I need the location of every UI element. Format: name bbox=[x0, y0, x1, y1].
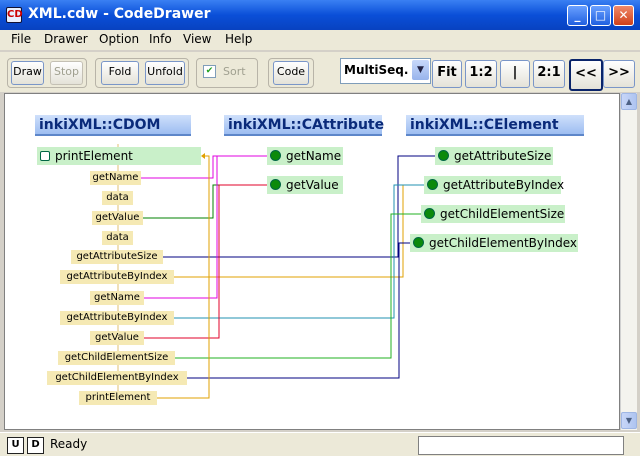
line-getvalue-1 bbox=[143, 184, 267, 219]
menu-option[interactable]: Option bbox=[99, 32, 140, 46]
seq-call-printelement[interactable]: printElement bbox=[79, 391, 157, 405]
line-getchildelementsize bbox=[175, 213, 421, 359]
seq-call-getattributebyindex[interactable]: getAttributeByIndex bbox=[60, 270, 174, 284]
seq-call-getattributesize[interactable]: getAttributeSize bbox=[71, 250, 163, 264]
stop-button[interactable]: Stop bbox=[50, 61, 83, 85]
mode-select-value: MultiSeq. bbox=[344, 63, 409, 77]
close-button[interactable]: ✕ bbox=[613, 5, 634, 26]
prev-button[interactable]: << bbox=[569, 59, 603, 91]
line-printelement bbox=[157, 155, 210, 399]
seq-call-getname[interactable]: getName bbox=[90, 171, 141, 185]
menu-view[interactable]: View bbox=[183, 32, 212, 46]
method-icon bbox=[424, 208, 435, 219]
method-printelement[interactable]: printElement bbox=[37, 147, 201, 165]
zoom-1-2-button[interactable]: 1:2 bbox=[465, 60, 497, 88]
mode-select[interactable]: MultiSeq. ▼ bbox=[340, 58, 431, 84]
menu-bar: File Drawer Option Info View Help bbox=[0, 30, 640, 50]
seq-call-data[interactable]: data bbox=[102, 191, 133, 205]
seq-call-data[interactable]: data bbox=[102, 231, 133, 245]
status-panel bbox=[418, 436, 624, 455]
method-icon bbox=[438, 150, 449, 161]
menu-info[interactable]: Info bbox=[149, 32, 172, 46]
seq-call-getname[interactable]: getName bbox=[90, 291, 144, 305]
class-header-cdom[interactable]: inkiXML::CDOM bbox=[35, 115, 191, 136]
status-bar: U D Ready bbox=[0, 432, 640, 456]
minimize-button[interactable]: _ bbox=[567, 5, 588, 26]
line-getattributebyindex-1 bbox=[174, 184, 424, 278]
next-button[interactable]: >> bbox=[603, 60, 635, 88]
method-getchildelementsize[interactable]: getChildElementSize bbox=[421, 205, 565, 223]
app-icon: CD bbox=[6, 7, 23, 23]
menu-help[interactable]: Help bbox=[225, 32, 253, 46]
zoom-2-1-button[interactable]: 2:1 bbox=[533, 60, 565, 88]
code-button[interactable]: Code bbox=[273, 61, 309, 85]
maximize-button[interactable]: □ bbox=[590, 5, 611, 26]
line-getname-2 bbox=[144, 155, 267, 299]
status-text: Ready bbox=[50, 437, 88, 451]
toolbar-group-code: Code bbox=[268, 58, 314, 88]
seq-call-getvalue[interactable]: getValue bbox=[92, 211, 143, 225]
window-title: XML.cdw - CodeDrawer bbox=[28, 6, 211, 22]
vertical-scrollbar[interactable]: ▲ ▼ bbox=[620, 93, 637, 430]
seq-call-getchildelementsize[interactable]: getChildElementSize bbox=[58, 351, 175, 365]
seq-call-getvalue[interactable]: getValue bbox=[90, 331, 144, 345]
method-icon bbox=[270, 179, 281, 190]
line-getchildelementbyindex bbox=[187, 242, 410, 379]
sort-label: Sort bbox=[223, 65, 246, 78]
fit-button[interactable]: Fit bbox=[432, 60, 462, 88]
line-getattributebyindex-2 bbox=[174, 184, 424, 319]
unfold-button[interactable]: Unfold bbox=[145, 61, 185, 85]
fold-button[interactable]: Fold bbox=[101, 61, 139, 85]
title-bar: CD XML.cdw - CodeDrawer _ □ ✕ bbox=[0, 0, 640, 30]
seq-call-getchildelementbyindex[interactable]: getChildElementByIndex bbox=[47, 371, 187, 385]
line-getvalue-2 bbox=[144, 184, 267, 339]
method-getchildelementbyindex[interactable]: getChildElementByIndex bbox=[410, 234, 578, 252]
scroll-down-icon[interactable]: ▼ bbox=[621, 412, 637, 429]
zoom-1-1-button[interactable]: | bbox=[500, 60, 530, 88]
method-icon bbox=[40, 151, 50, 161]
menu-drawer[interactable]: Drawer bbox=[44, 32, 88, 46]
toolbar: Draw Stop Fold Unfold ✔ Sort Code Fit 1:… bbox=[0, 52, 640, 92]
scroll-up-icon[interactable]: ▲ bbox=[621, 93, 637, 110]
d-button[interactable]: D bbox=[27, 437, 44, 454]
chevron-down-icon[interactable]: ▼ bbox=[412, 60, 429, 80]
method-icon bbox=[427, 179, 438, 190]
class-header-celement[interactable]: inkiXML::CElement bbox=[406, 115, 584, 136]
sort-check-icon[interactable]: ✔ bbox=[203, 65, 216, 78]
seq-call-getattributebyindex[interactable]: getAttributeByIndex bbox=[60, 311, 174, 325]
arrow-head bbox=[201, 153, 205, 159]
line-getattributesize bbox=[163, 155, 435, 258]
draw-button[interactable]: Draw bbox=[11, 61, 44, 85]
method-icon bbox=[270, 150, 281, 161]
u-button[interactable]: U bbox=[7, 437, 24, 454]
method-getattributebyindex[interactable]: getAttributeByIndex bbox=[424, 176, 564, 194]
toolbar-group-fold: Fold Unfold bbox=[95, 58, 189, 88]
diagram-canvas[interactable]: inkiXML::CDOM inkiXML::CAttribute inkiXM… bbox=[4, 93, 620, 430]
menu-file[interactable]: File bbox=[11, 32, 32, 46]
method-getname[interactable]: getName bbox=[267, 147, 343, 165]
method-icon bbox=[413, 237, 424, 248]
toolbar-group-draw: Draw Stop bbox=[7, 58, 87, 88]
method-getattributesize[interactable]: getAttributeSize bbox=[435, 147, 553, 165]
class-header-cattribute[interactable]: inkiXML::CAttribute bbox=[224, 115, 384, 136]
sort-checkbox[interactable]: ✔ Sort bbox=[196, 58, 258, 88]
method-getvalue[interactable]: getValue bbox=[267, 176, 343, 194]
